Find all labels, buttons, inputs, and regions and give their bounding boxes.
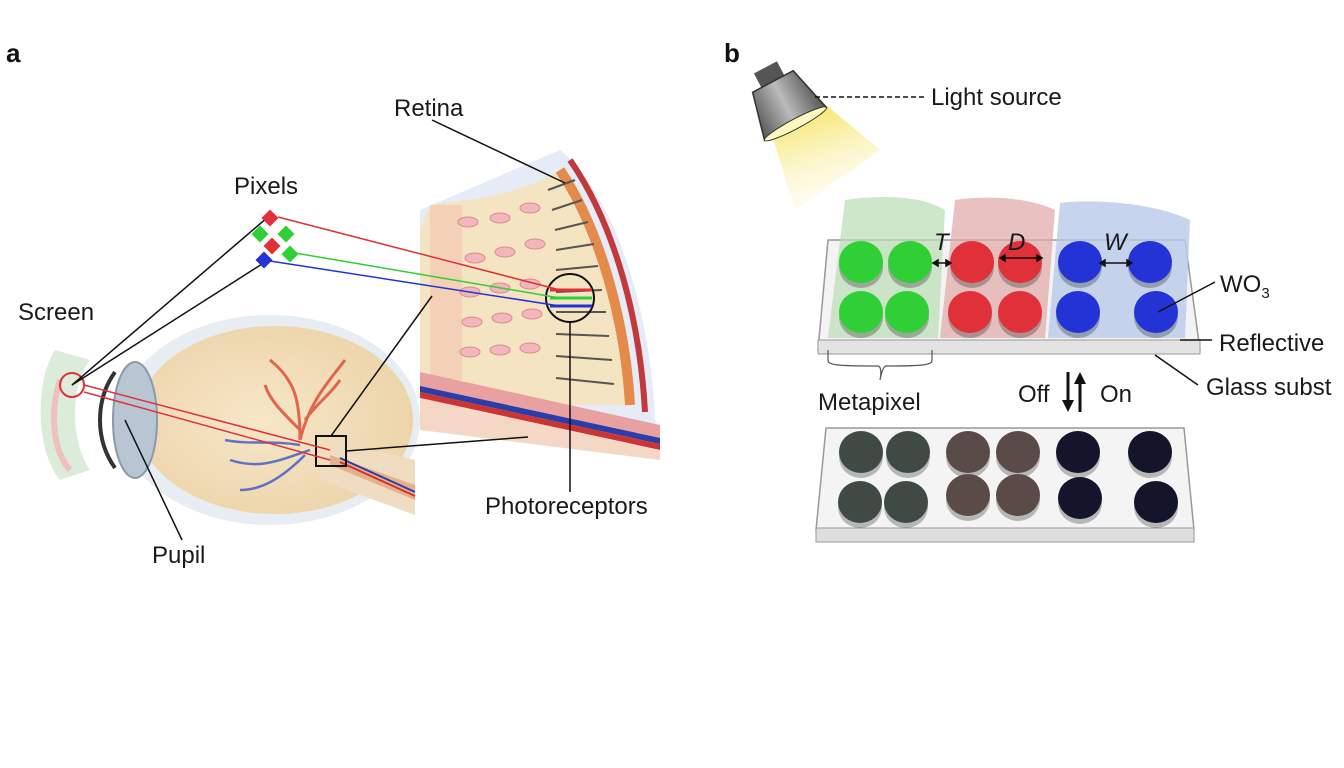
disc-on-1 — [888, 241, 932, 283]
disc-off-9 — [1128, 431, 1172, 473]
metapixel-brace — [827, 350, 933, 381]
panel-a-letter: a — [6, 38, 21, 68]
photoreceptors-label: Photoreceptors — [485, 493, 648, 520]
disc-off-10 — [1058, 477, 1102, 519]
lamp-icon — [751, 61, 880, 210]
w-label: W — [1104, 229, 1129, 256]
on-label: On — [1100, 381, 1132, 408]
panel-b-letter: b — [724, 38, 740, 68]
wo3-label: WO3 — [1220, 271, 1270, 302]
d-label: D — [1008, 229, 1025, 256]
retina-section — [420, 150, 660, 460]
glass-leader — [1154, 354, 1199, 386]
pupil-leader — [124, 419, 183, 541]
metapixel-discs — [838, 241, 1178, 528]
disc-off-7 — [996, 474, 1040, 516]
screen-illustration — [40, 350, 90, 480]
wo3-leader — [1157, 281, 1216, 313]
disc-on-7 — [998, 291, 1042, 333]
disc-on-3 — [885, 291, 929, 333]
metapixel-label: Metapixel — [818, 389, 921, 416]
light-source-label: Light source — [931, 84, 1062, 111]
disc-on-11 — [1134, 291, 1178, 333]
disc-off-6 — [946, 474, 990, 516]
pixel-squares — [251, 209, 299, 269]
off-on-arrows — [1062, 372, 1086, 412]
eye-illustration — [98, 295, 529, 525]
disc-on-10 — [1056, 291, 1100, 333]
disc-off-8 — [1056, 431, 1100, 473]
disc-off-11 — [1134, 481, 1178, 523]
pixel-rays — [71, 216, 561, 461]
disc-on-5 — [998, 241, 1042, 283]
disc-off-5 — [996, 431, 1040, 473]
t-label: T — [934, 229, 951, 256]
disc-on-2 — [839, 291, 883, 333]
reflective-label: Reflective — [1219, 330, 1324, 357]
disc-on-6 — [948, 291, 992, 333]
disc-on-4 — [950, 241, 994, 283]
pixels-label: Pixels — [234, 173, 298, 200]
wo3-subscript: 3 — [1261, 285, 1269, 302]
disc-off-1 — [886, 431, 930, 473]
wo3-main: WO — [1220, 271, 1261, 298]
disc-off-0 — [839, 431, 883, 473]
disc-off-3 — [884, 481, 928, 523]
dimension-arrows — [931, 253, 1134, 268]
off-label: Off — [1018, 381, 1050, 408]
glass-label: Glass subst — [1206, 374, 1332, 401]
retina-label: Retina — [394, 95, 464, 122]
disc-on-8 — [1058, 241, 1102, 283]
pupil-label: Pupil — [152, 542, 205, 569]
disc-on-9 — [1128, 241, 1172, 283]
disc-on-0 — [839, 241, 883, 283]
retina-leader — [431, 119, 566, 184]
disc-off-4 — [946, 431, 990, 473]
screen-label: Screen — [18, 299, 94, 326]
disc-off-2 — [838, 481, 882, 523]
